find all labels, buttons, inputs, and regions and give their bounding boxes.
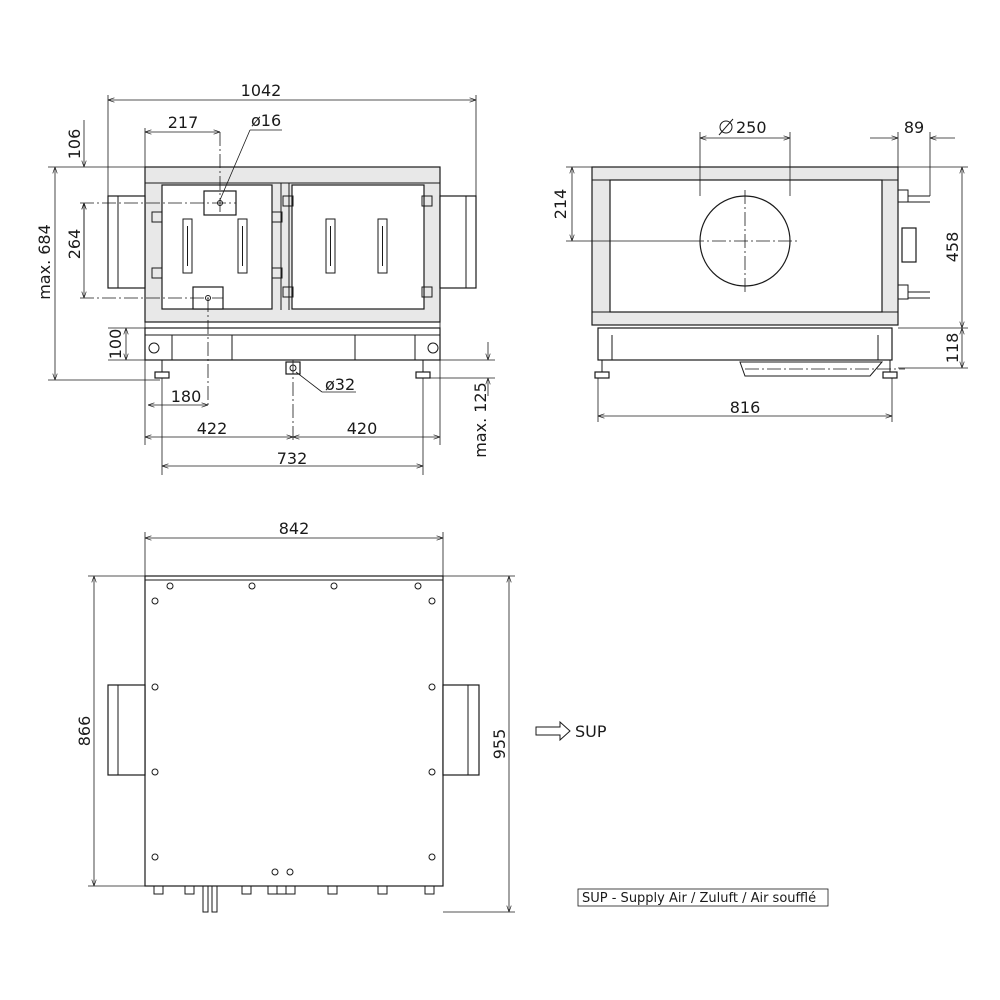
side-feet — [594, 360, 898, 379]
dim-420: 420 — [347, 419, 378, 438]
dim-106: 106 — [65, 129, 84, 160]
side-view — [591, 166, 930, 379]
dim-458: 458 — [943, 232, 962, 263]
top-spigot-left — [107, 684, 146, 776]
dim-100: 100 — [106, 329, 125, 360]
front-spigot-right — [439, 195, 477, 289]
top-view-dimensions — [88, 532, 515, 913]
top-bottom-connectors — [153, 885, 435, 913]
panel-latches — [151, 195, 433, 298]
dim-max-125: max. 125 — [471, 382, 490, 458]
top-spigot-right — [442, 684, 480, 776]
front-view-dimensions — [48, 95, 495, 475]
top-casing — [144, 575, 444, 887]
side-view-dimensions — [566, 132, 968, 422]
dim-842: 842 — [279, 519, 310, 538]
diameter-symbol-icon — [719, 120, 733, 134]
panel-handles — [182, 218, 388, 274]
dim-diameter-32: ø32 — [325, 375, 355, 394]
svg-text:250: 250 — [736, 118, 767, 137]
dim-1042: 1042 — [241, 81, 282, 100]
dim-866: 866 — [75, 716, 94, 747]
dim-732: 732 — [277, 449, 308, 468]
dim-816: 816 — [730, 398, 761, 417]
top-view — [107, 575, 480, 913]
front-view — [80, 132, 477, 440]
front-panel-right — [291, 184, 425, 310]
legend-text: SUP - Supply Air / Zuluft / Air soufflé — [582, 891, 816, 906]
dim-diameter-250: 250 — [718, 118, 767, 137]
dim-422: 422 — [197, 419, 228, 438]
dim-diameter-16: ø16 — [251, 111, 281, 130]
front-base-frame — [144, 327, 441, 361]
dim-217: 217 — [168, 113, 199, 132]
dim-180: 180 — [171, 387, 202, 406]
legend-box: SUP - Supply Air / Zuluft / Air soufflé — [577, 888, 829, 907]
side-base-frame — [597, 327, 893, 361]
front-spigot-left — [107, 195, 146, 289]
dim-264: 264 — [65, 229, 84, 260]
airflow-label: SUP — [575, 722, 607, 741]
dim-214: 214 — [551, 189, 570, 220]
side-connectors — [897, 189, 930, 300]
dim-89: 89 — [904, 118, 924, 137]
top-mounting-holes — [151, 582, 436, 876]
dim-955: 955 — [490, 729, 509, 760]
dim-118: 118 — [943, 333, 962, 364]
dim-max-684: max. 684 — [35, 224, 54, 300]
supply-air-arrow-icon — [535, 720, 571, 742]
